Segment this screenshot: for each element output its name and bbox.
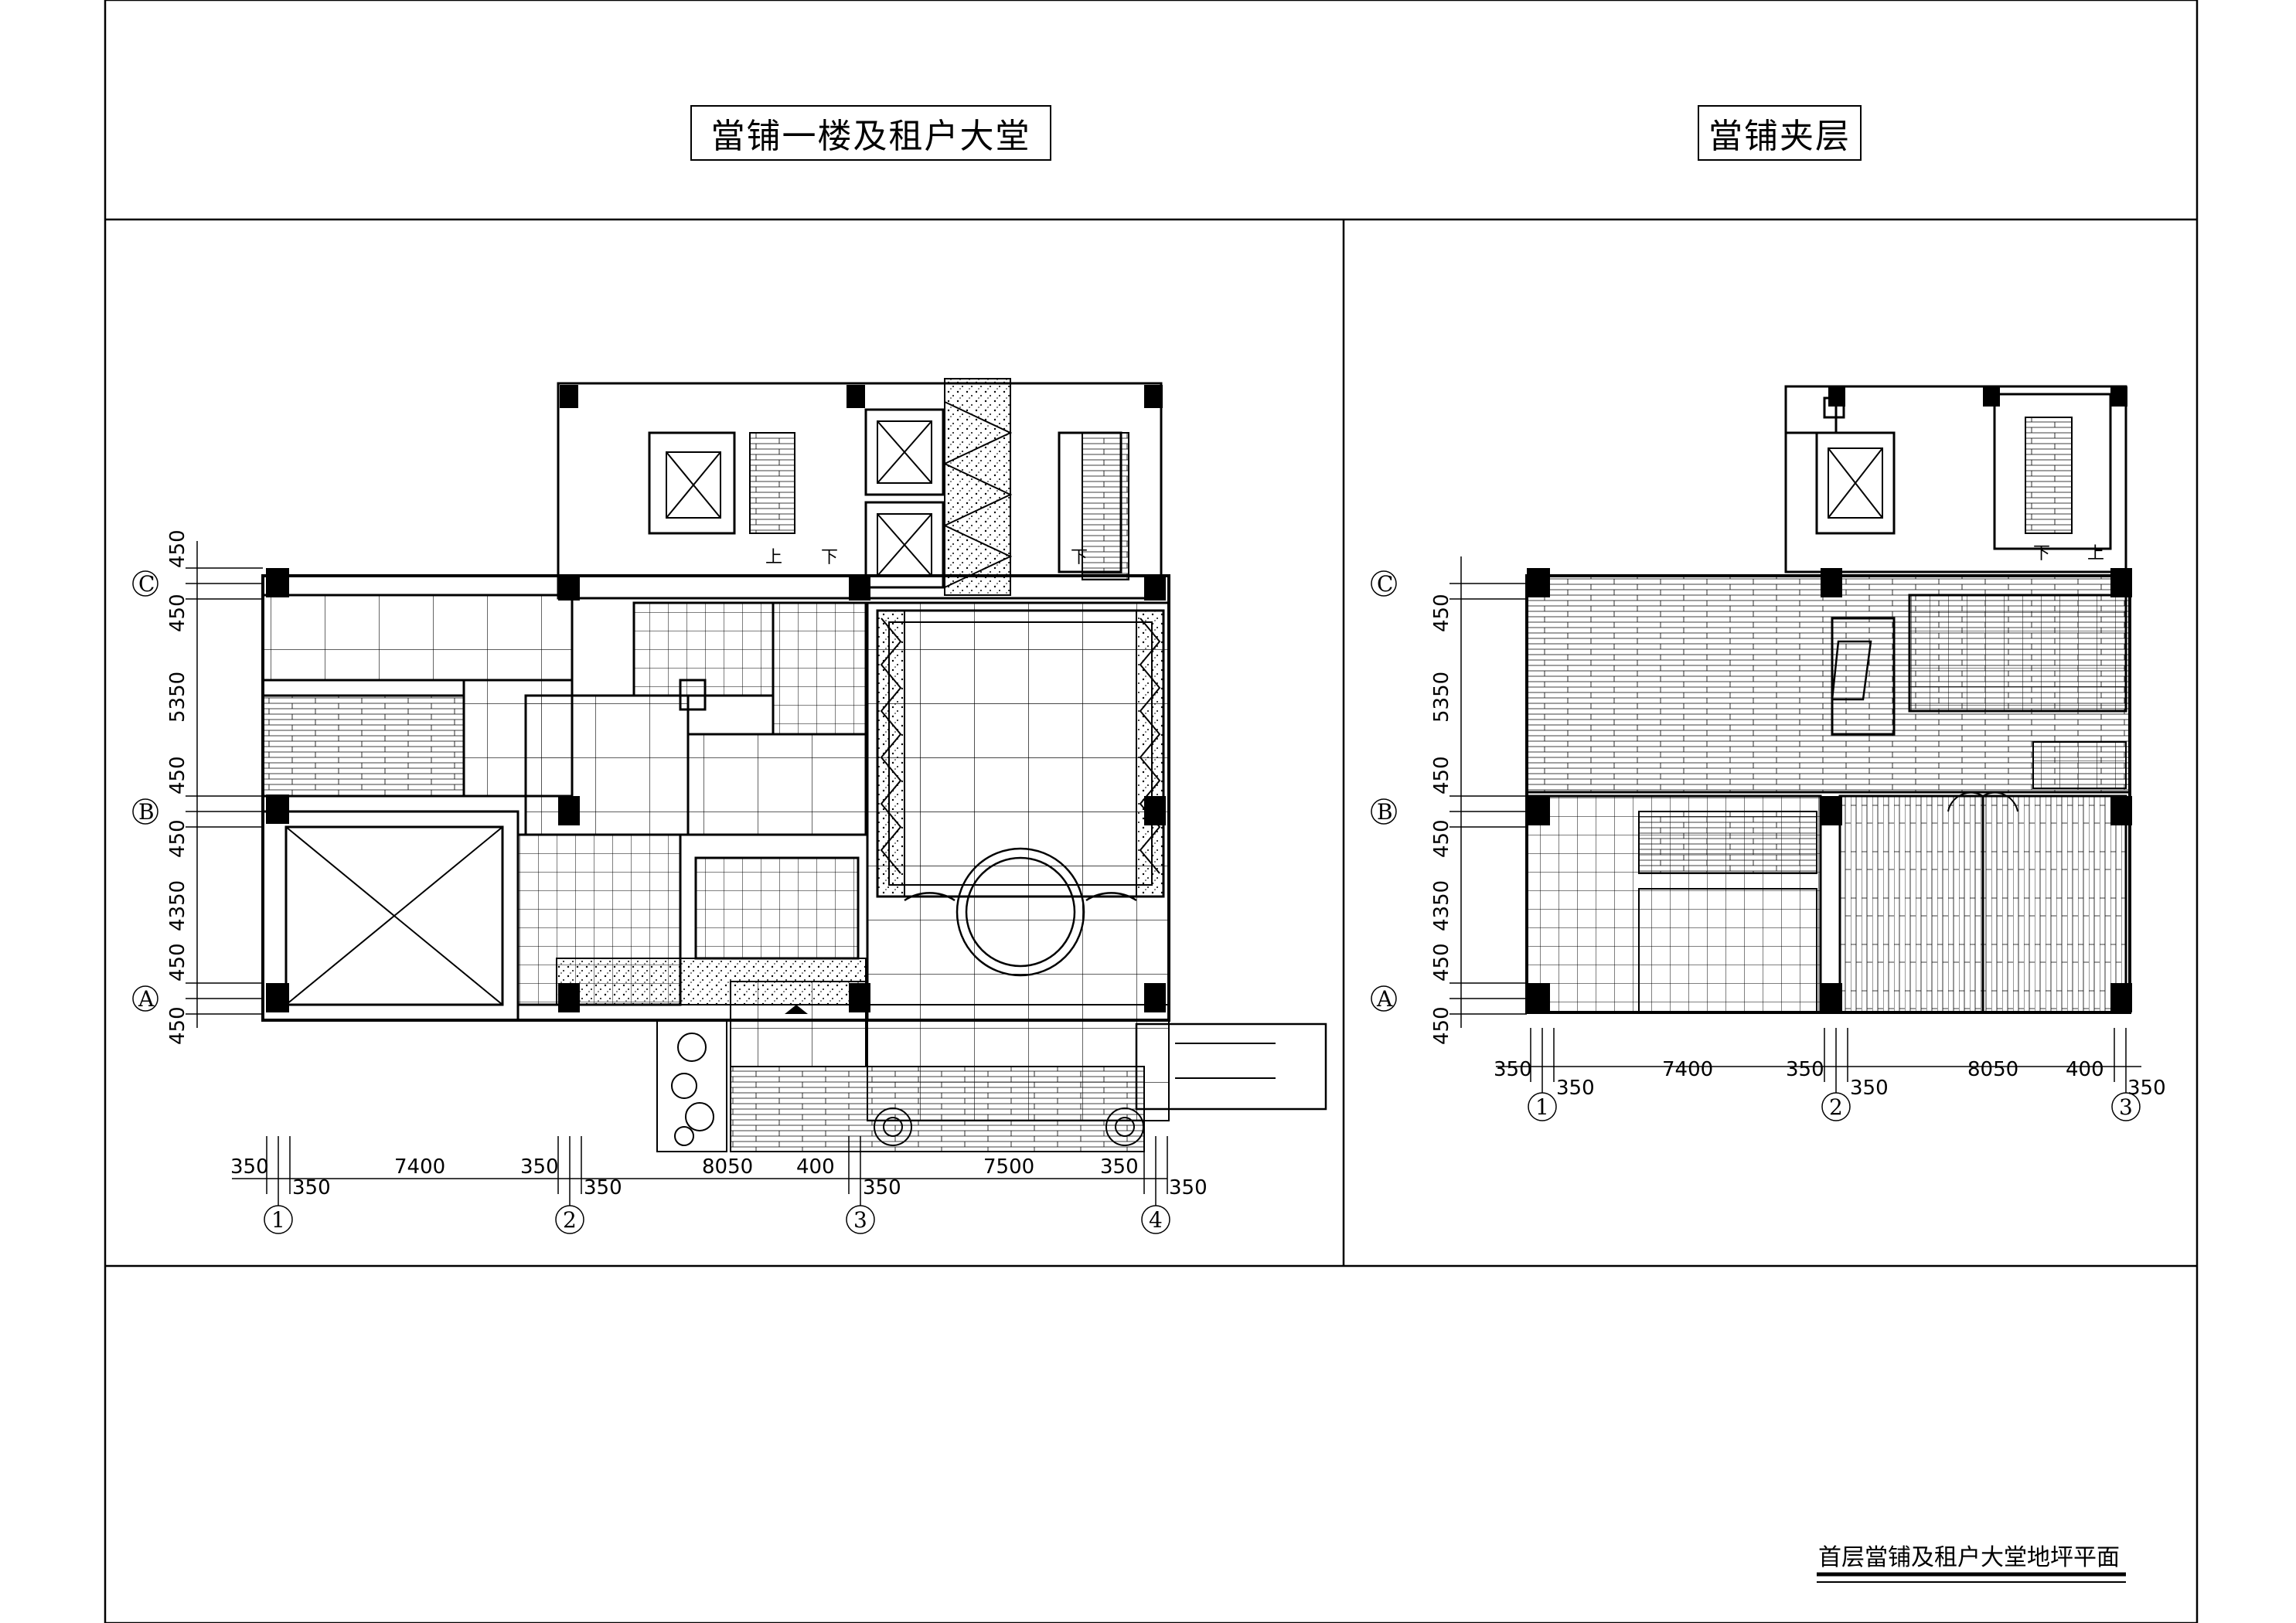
left-col-dim-1: 350 (230, 1155, 269, 1179)
sheet-title-main: 首层當铺及租户大堂 (1818, 1544, 2027, 1571)
left-stair-label-down-2: 下 (1071, 548, 1088, 567)
left-plan-title: 當铺一楼及租户大堂 (690, 105, 1051, 161)
left-axis-B: B (138, 799, 155, 825)
right-axis-1: 1 (1535, 1094, 1549, 1120)
left-col-dimension-line (232, 1136, 1168, 1206)
right-col-dim-3: 7400 (1662, 1058, 1713, 1081)
left-row-dim-8: 450 (166, 1006, 189, 1045)
right-row-dimension-line (1449, 556, 1527, 1028)
left-row-dim-7: 450 (166, 943, 189, 982)
right-row-dim-4: 450 (1430, 819, 1453, 858)
void-area (284, 825, 504, 1006)
left-stair-label-down-1: 下 (821, 548, 838, 567)
sheet-title-suffix: 地坪平面 (2027, 1544, 2120, 1571)
left-col-dim-11: 350 (1169, 1176, 1208, 1199)
right-row-dim-5: 4350 (1430, 880, 1453, 931)
elevator-left-3 (877, 513, 932, 577)
left-row-dim-6: 4350 (166, 880, 189, 931)
elevator-left-2 (877, 420, 932, 484)
right-axis-2: 2 (1829, 1094, 1843, 1120)
left-axis-2: 2 (563, 1207, 577, 1233)
sheet-title-underline (1817, 1572, 2126, 1583)
right-col-dim-5: 350 (1850, 1077, 1889, 1100)
feature-strip (944, 378, 1011, 596)
right-plan (1371, 385, 2141, 1121)
sheet-title: 首层當铺及租户大堂地坪平面 (1818, 1538, 2120, 1572)
entrance-steps (730, 1066, 1145, 1152)
left-row-dim-3: 5350 (166, 672, 189, 723)
left-plan (132, 378, 1327, 1234)
left-row-dim-1: 450 (166, 529, 189, 568)
right-col-dim-2: 350 (1556, 1077, 1595, 1100)
room-wood-left (261, 694, 465, 798)
room-center-a (632, 601, 775, 697)
room-center-e (694, 856, 860, 960)
room-center-c (524, 694, 690, 836)
stair-left-a (749, 432, 795, 534)
left-col-dim-9: 7500 (983, 1155, 1034, 1179)
left-col-dim-6: 8050 (702, 1155, 753, 1179)
left-col-dim-8: 350 (863, 1176, 901, 1199)
left-plan-outline (261, 574, 1170, 1022)
left-axis-1: 1 (271, 1207, 285, 1233)
right-axis-A: A (1376, 986, 1393, 1012)
stair-right (2025, 417, 2073, 534)
stair-left-b (1082, 432, 1129, 580)
right-row-dim-2: 5350 (1430, 672, 1453, 723)
elevator-left-1 (666, 451, 721, 519)
right-row-dim-3: 450 (1430, 756, 1453, 794)
right-col-dim-4: 350 (1786, 1058, 1824, 1081)
planter-icons (671, 1033, 1144, 1146)
left-axis-4: 4 (1149, 1207, 1163, 1233)
left-col-dim-3: 7400 (394, 1155, 445, 1179)
right-col-dim-8: 350 (2127, 1077, 2166, 1100)
left-row-dim-4: 450 (166, 756, 189, 794)
right-axis-C: C (1377, 571, 1393, 597)
right-stair-label-up: 上 (2087, 544, 2104, 563)
lobby-medallion (904, 847, 1137, 977)
right-stair-label-down: 下 (2033, 544, 2050, 563)
ramp (1135, 1022, 1327, 1111)
elevator-right (1828, 447, 1883, 519)
right-axis-bubbles (1371, 570, 2141, 1121)
room-center-b (772, 601, 867, 736)
structural-columns (266, 385, 1166, 1012)
right-structural-columns (1527, 386, 2132, 1012)
left-col-dim-4: 350 (520, 1155, 559, 1179)
right-col-dim-7: 400 (2066, 1058, 2104, 1081)
left-col-dim-10: 350 (1100, 1155, 1139, 1179)
right-row-dim-6: 450 (1430, 943, 1453, 982)
right-row-dim-7: 450 (1430, 1006, 1453, 1045)
left-row-dim-2: 450 (166, 594, 189, 632)
left-col-dim-5: 350 (584, 1176, 622, 1199)
room-upper-left (261, 594, 574, 682)
right-col-dimension-line (1496, 1028, 2141, 1094)
right-axis-3: 3 (2119, 1094, 2133, 1120)
left-row-dimension-line (186, 541, 263, 1028)
entrance-arrow-icon (785, 1005, 808, 1014)
left-stair-label-up: 上 (765, 548, 782, 567)
left-axis-bubbles (132, 570, 1170, 1234)
right-plan-title: 當铺夹层 (1698, 105, 1862, 161)
mezzanine-tile-room (1908, 594, 2127, 713)
right-service-core (1784, 385, 2127, 573)
right-col-dim-6: 8050 (1967, 1058, 2018, 1081)
left-col-dim-2: 350 (292, 1176, 331, 1199)
left-col-dim-7: 400 (796, 1155, 835, 1179)
right-axis-B: B (1377, 799, 1393, 825)
left-axis-A: A (138, 986, 155, 1012)
left-axis-3: 3 (853, 1207, 867, 1233)
right-row-dim-1: 450 (1430, 594, 1453, 632)
sheet-frame (104, 0, 2199, 1623)
left-row-dim-5: 450 (166, 819, 189, 858)
left-axis-C: C (138, 571, 155, 597)
right-col-dim-1: 350 (1494, 1058, 1532, 1081)
